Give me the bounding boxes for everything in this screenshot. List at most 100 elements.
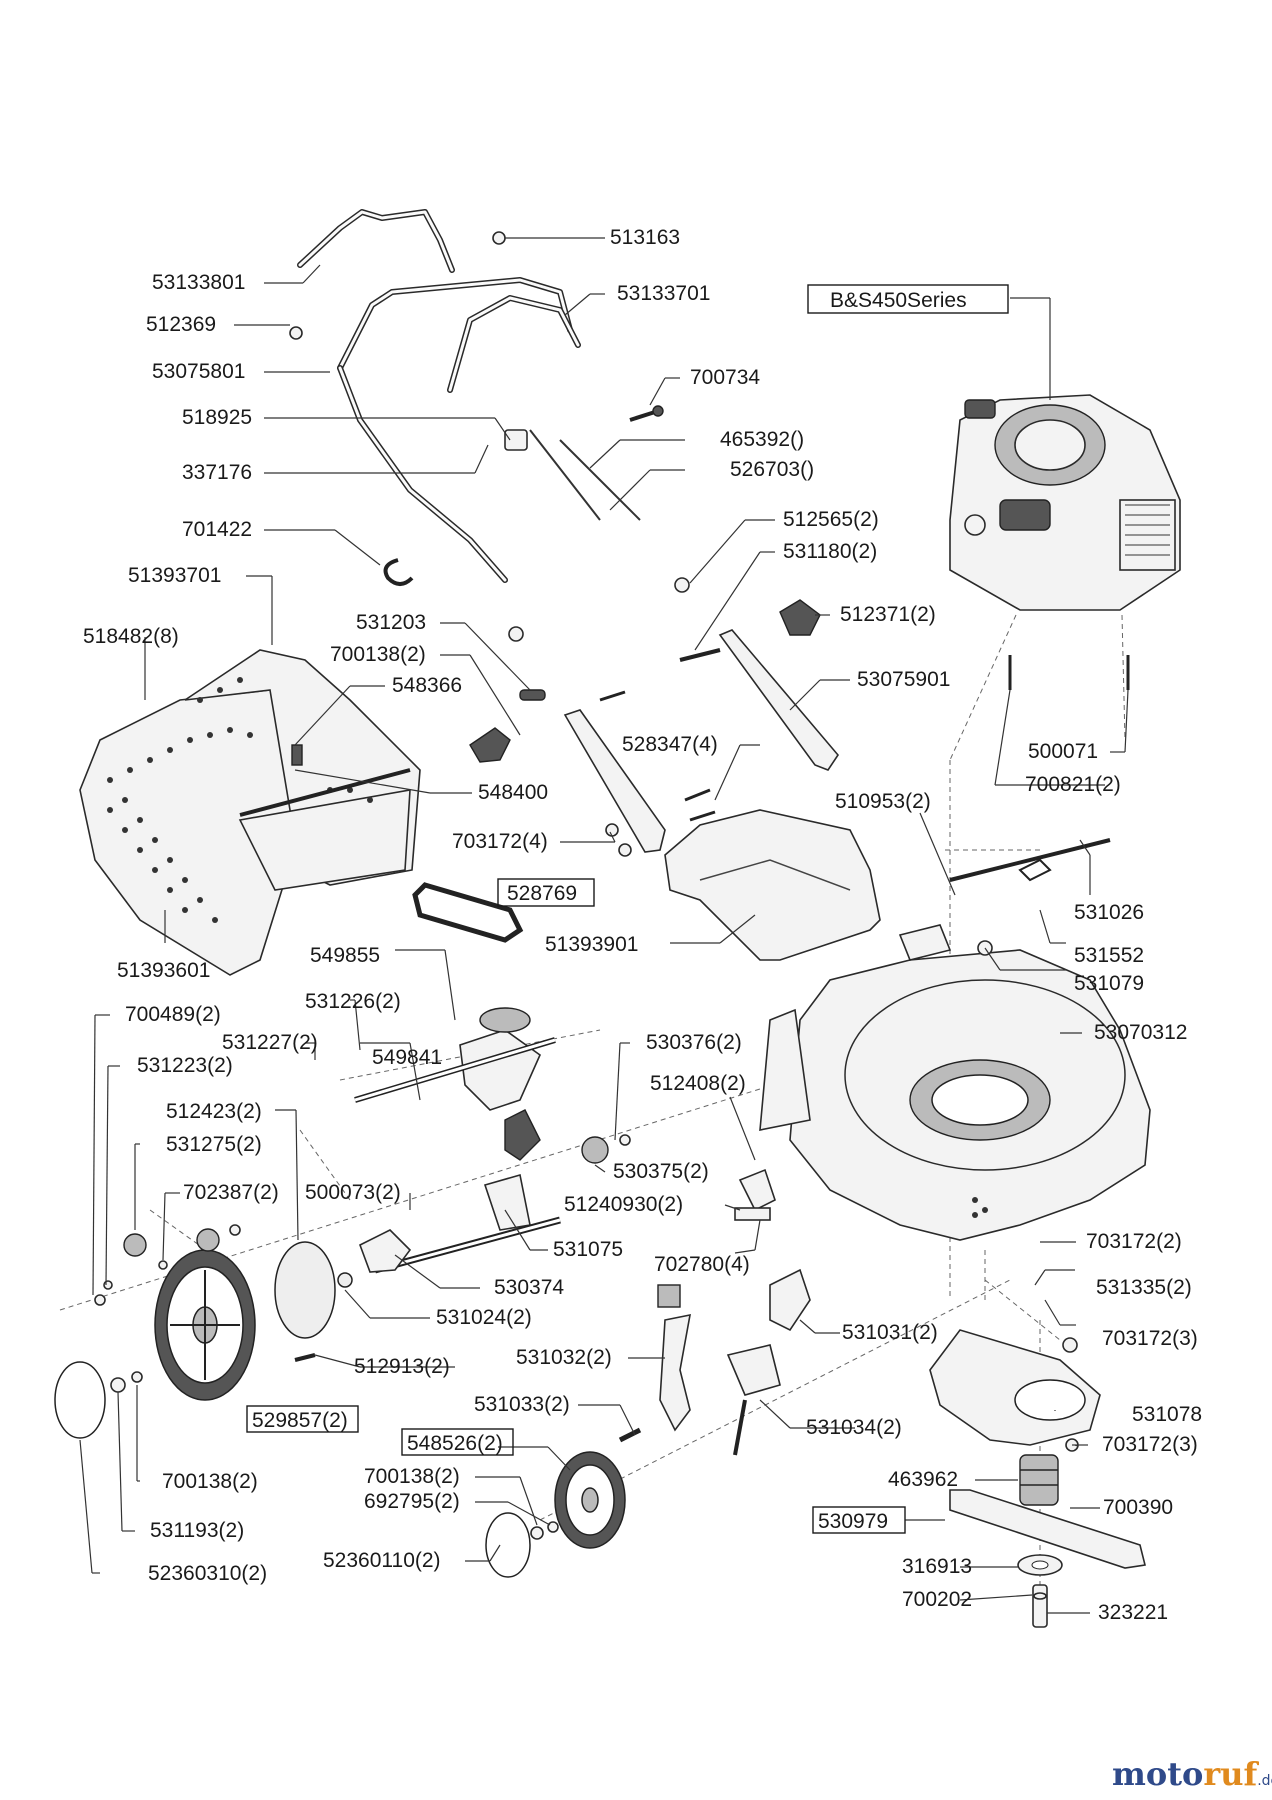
label-528769-box: 528769: [497, 878, 595, 907]
label-530979: 530979: [818, 1510, 888, 1533]
label-703172-b: 703172(2): [1086, 1230, 1182, 1253]
label-51393901: 51393901: [545, 933, 638, 956]
label-323221: 323221: [1098, 1601, 1168, 1624]
label-512369: 512369: [146, 313, 216, 336]
engine-label-box: B&S450Series: [807, 284, 1009, 314]
label-549855: 549855: [310, 944, 380, 967]
label-700202: 700202: [902, 1588, 972, 1611]
label-530376: 530376(2): [646, 1031, 742, 1054]
label-692795: 692795(2): [364, 1490, 460, 1513]
label-51393701: 51393701: [128, 564, 221, 587]
label-548366: 548366: [392, 674, 462, 697]
height-adjust-levers: [469, 577, 839, 857]
label-531026: 531026: [1074, 901, 1144, 924]
mower-deck: [759, 838, 1151, 1241]
label-512408: 512408(2): [650, 1072, 746, 1095]
label-700489: 700489(2): [125, 1003, 221, 1026]
label-512423: 512423(2): [166, 1100, 262, 1123]
label-528769: 528769: [507, 882, 577, 905]
engine-label: B&S450Series: [830, 289, 967, 312]
label-531180: 531180(2): [783, 540, 877, 563]
label-701422: 701422: [182, 518, 252, 541]
label-316913: 316913: [902, 1555, 972, 1578]
label-530374: 530374: [494, 1276, 564, 1299]
label-700138-b: 700138(2): [162, 1470, 258, 1493]
handle-assembly: [289, 209, 664, 586]
label-518482: 518482(8): [83, 625, 179, 648]
label-53075801: 53075801: [152, 360, 245, 383]
label-529857: 529857(2): [252, 1409, 348, 1432]
label-512371: 512371(2): [840, 603, 936, 626]
label-700390: 700390: [1103, 1496, 1173, 1519]
label-549841: 549841: [372, 1046, 442, 1069]
label-531226: 531226(2): [305, 990, 401, 1013]
label-530375: 530375(2): [613, 1160, 709, 1183]
drive-belt: [412, 882, 524, 943]
label-531024: 531024(2): [436, 1306, 532, 1329]
label-53075901: 53075901: [857, 668, 950, 691]
part-labels: 513163 53133801 53133701 512369 53075801…: [83, 226, 1202, 1624]
label-500073: 500073(2): [305, 1181, 401, 1204]
label-703172-d: 703172(3): [1102, 1433, 1198, 1456]
label-700821: 700821(2): [1025, 773, 1121, 796]
label-51240930: 51240930(2): [564, 1193, 683, 1216]
label-52360110: 52360110(2): [323, 1549, 441, 1572]
label-700138-a: 700138(2): [330, 643, 426, 666]
watermark-part2: ruf: [1203, 1755, 1259, 1793]
label-53133701: 53133701: [617, 282, 710, 305]
label-500071: 500071: [1028, 740, 1098, 763]
engine-illustration: [949, 394, 1181, 690]
rear-flap: [664, 809, 881, 961]
label-531033: 531033(2): [474, 1393, 570, 1416]
label-531223: 531223(2): [137, 1054, 233, 1077]
label-518925: 518925: [182, 406, 252, 429]
label-51393601: 51393601: [117, 959, 210, 982]
label-528347: 528347(4): [622, 733, 718, 756]
label-548526-box: 548526(2): [401, 1428, 514, 1456]
label-531552: 531552: [1074, 944, 1144, 967]
label-513163: 513163: [610, 226, 680, 249]
label-531275: 531275(2): [166, 1133, 262, 1156]
label-531227: 531227(2): [222, 1031, 318, 1054]
label-512565: 512565(2): [783, 508, 879, 531]
label-700734: 700734: [690, 366, 760, 389]
site-watermark: motoruf.de: [1112, 1755, 1272, 1793]
gearbox-and-axle: [354, 1007, 776, 1274]
label-531193: 531193(2): [150, 1519, 244, 1542]
blade-assembly: [929, 1329, 1146, 1628]
front-wheel-assembly: [485, 1268, 811, 1578]
label-703172-c: 703172(3): [1102, 1327, 1198, 1350]
label-531335: 531335(2): [1096, 1276, 1192, 1299]
watermark-logo: motoruf.de: [1112, 1755, 1272, 1793]
grass-catcher: [79, 649, 421, 976]
rear-wheel-assembly: [54, 1224, 353, 1439]
label-512913: 512913(2): [354, 1355, 450, 1378]
label-548400: 548400: [478, 781, 548, 804]
label-463962: 463962: [888, 1468, 958, 1491]
label-531079: 531079: [1074, 972, 1144, 995]
label-530979-box: 530979: [812, 1506, 906, 1534]
label-531078: 531078: [1132, 1403, 1202, 1426]
label-337176: 337176: [182, 461, 252, 484]
label-703172-a: 703172(4): [452, 830, 548, 853]
label-702387: 702387(2): [183, 1181, 279, 1204]
label-531034: 531034(2): [806, 1416, 902, 1439]
label-531032: 531032(2): [516, 1346, 612, 1369]
label-548526: 548526(2): [407, 1432, 503, 1455]
label-526703: 526703(): [730, 458, 814, 481]
label-510953: 510953(2): [835, 790, 931, 813]
watermark-suffix: .de: [1257, 1773, 1272, 1789]
label-529857-box: 529857(2): [246, 1405, 359, 1433]
label-531203: 531203: [356, 611, 426, 634]
label-700138-c: 700138(2): [364, 1465, 460, 1488]
label-702780: 702780(4): [654, 1253, 750, 1276]
label-53070312: 53070312: [1094, 1021, 1187, 1044]
label-53133801: 53133801: [152, 271, 245, 294]
leader-lines: [79, 237, 1129, 1614]
label-531075: 531075: [553, 1238, 623, 1261]
label-465392: 465392(): [720, 428, 804, 451]
label-531031: 531031(2): [842, 1321, 938, 1344]
label-52360310: 52360310(2): [148, 1562, 267, 1585]
watermark-part1: moto: [1112, 1755, 1203, 1793]
